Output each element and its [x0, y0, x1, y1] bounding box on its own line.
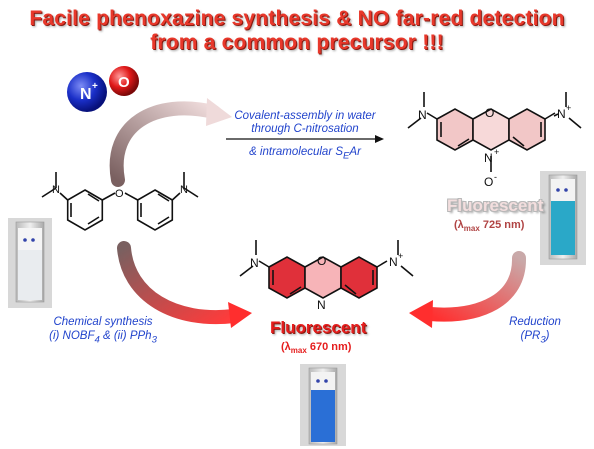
top-n-oxide: O	[484, 175, 493, 189]
top-bridge-nitrogen: N	[484, 151, 493, 165]
arrow-head-upper	[206, 98, 232, 126]
top-n-left: N	[418, 108, 427, 122]
cuvette-cyan-icon	[540, 171, 586, 265]
chemical-synthesis-reagents: (i) NOBF4 & (ii) PPh3	[49, 330, 157, 346]
lambda-max-bottom: (λmax 670 nm)	[281, 341, 352, 356]
arrow-arc-lower	[117, 241, 241, 325]
o-minus-label: O	[118, 74, 130, 91]
arrow-arc-upper	[109, 101, 221, 187]
chemical-synthesis-label: Chemical synthesis	[53, 316, 153, 328]
precursor-n-left: N	[52, 184, 60, 196]
fluorescent-label-top: Fluorescent	[447, 196, 544, 215]
n-plus-label: N	[80, 86, 92, 103]
cuvette-colorless-icon	[8, 218, 52, 308]
reduction-reagent: (PR3)	[520, 330, 550, 346]
arrow-head-lower	[228, 302, 252, 328]
fluorescent-label-bottom: Fluorescent	[270, 318, 367, 337]
top-n-plus-right: N	[557, 107, 566, 121]
bottom-n-plus-right: N	[389, 255, 398, 269]
svg-text:+: +	[92, 81, 98, 92]
reduction-label: Reduction	[509, 316, 561, 328]
bottom-n-left: N	[250, 256, 259, 270]
product-phenoxazinium-molecule	[239, 240, 414, 299]
condition-line-1: Covalent-assembly in water	[234, 110, 376, 122]
arrow-head-right	[409, 300, 433, 328]
precursor-n-right: N	[180, 184, 188, 196]
title-line-1: Facile phenoxazine synthesis & NO far-re…	[29, 7, 565, 30]
nitrosonium-icon: N + O	[67, 66, 139, 112]
bottom-bridge-nitrogen: N	[317, 298, 326, 312]
svg-text:+: +	[398, 251, 403, 261]
bottom-bridge-oxygen: O	[317, 254, 326, 268]
precursor-oxygen: O	[115, 188, 124, 200]
product-n-oxide-molecule	[407, 92, 582, 172]
svg-text:+: +	[494, 147, 499, 157]
svg-text:-: -	[494, 172, 497, 182]
condition-line-3: & intramolecular SEAr	[249, 146, 361, 162]
condition-line-2: through C-nitrosation	[251, 123, 359, 135]
cuvette-blue-icon	[300, 364, 346, 446]
precursor-molecule	[41, 172, 199, 231]
svg-text:+: +	[566, 103, 571, 113]
title-line-2: from a common precursor !!!	[150, 31, 444, 54]
lambda-max-top: (λmax 725 nm)	[454, 219, 525, 234]
top-bridge-oxygen: O	[485, 106, 494, 120]
arrow-arc-right	[423, 251, 527, 322]
